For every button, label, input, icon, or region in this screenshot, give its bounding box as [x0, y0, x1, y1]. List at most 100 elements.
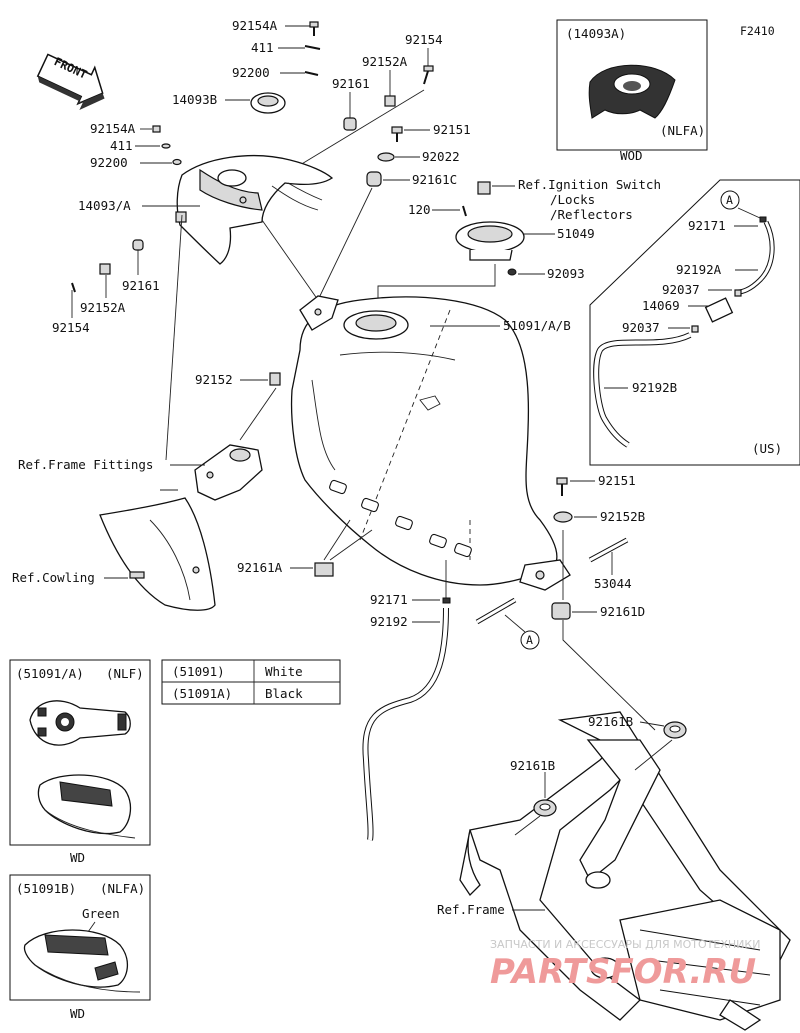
- inset-nlfa-title: (51091B): [16, 881, 76, 896]
- washer-92022: [377, 152, 395, 162]
- inset-us-92171: 92171: [688, 218, 726, 233]
- inset-us-92192B: 92192B: [632, 380, 677, 395]
- callout-92161A: 92161A: [237, 560, 283, 575]
- ref-ignition-line2: /Locks: [550, 192, 595, 207]
- collar-92152: [269, 372, 281, 386]
- inset-nlf-title: (51091/A): [16, 666, 84, 681]
- callout-92152A-left: 92152A: [80, 300, 126, 315]
- tank-cover-14093A: [175, 155, 334, 265]
- color-row-2-code: (51091A): [172, 686, 232, 701]
- frame-fittings-bracket: [194, 444, 263, 501]
- callout-14093A: 14093/A: [78, 198, 131, 213]
- callout-92154-left: 92154: [52, 320, 90, 335]
- color-row-2-color: Black: [265, 686, 303, 701]
- bolt-92151-mid: [556, 477, 568, 496]
- inset-nlf-caption: WD: [70, 850, 85, 865]
- watermark-line1: ЗАПЧАСТИ И АКСЕССУАРЫ ДЛЯ МОТОТЕХНИКИ: [490, 938, 760, 951]
- callout-92161C: 92161C: [412, 172, 457, 187]
- tank-top-view-nlf: [29, 700, 131, 746]
- front-arrow-icon: [36, 53, 105, 110]
- ref-frame-fittings: Ref.Frame Fittings: [18, 457, 153, 472]
- inset-nlfa-caption: WD: [70, 1006, 85, 1021]
- callout-92200-top: 92200: [232, 65, 270, 80]
- cap-14093B: [250, 92, 286, 114]
- inset-us-note: (US): [752, 441, 782, 456]
- fuel-tank-51091: [290, 295, 571, 591]
- ref-frame: Ref.Frame: [437, 902, 505, 917]
- damper-92161D: [551, 602, 571, 620]
- connector-a-circle: [520, 630, 540, 650]
- color-table: [161, 659, 341, 705]
- callout-92093: 92093: [547, 266, 585, 281]
- callout-92152: 92152: [195, 372, 233, 387]
- inset-us-92037-2: 92037: [622, 320, 660, 335]
- watermark-line2: PARTSFOR.RU: [490, 952, 756, 992]
- cover-14093A-black: [588, 64, 676, 119]
- grommet-92161C: [366, 171, 382, 187]
- callout-92161-top: 92161: [332, 76, 370, 91]
- callout-92161-left: 92161: [122, 278, 160, 293]
- inset-nlfa-box: [9, 874, 151, 1001]
- ref-ignition-line3: /Reflectors: [550, 207, 633, 222]
- callout-53044: 53044: [594, 576, 632, 591]
- callout-92151-top: 92151: [433, 122, 471, 137]
- inset-us-box: [589, 179, 800, 466]
- bolt-92154: [423, 65, 434, 85]
- ref-ignition-line1: Ref.Ignition Switch: [518, 177, 661, 192]
- inset-nlf-box: [9, 659, 151, 846]
- drain-92093: [507, 268, 517, 276]
- grommet-92161-left: [132, 239, 144, 251]
- damper-92161B-1: [663, 721, 687, 739]
- callout-92161D: 92161D: [600, 604, 645, 619]
- inset-nlfa-note: (NLFA): [100, 881, 145, 896]
- tank-cap-51049: [455, 221, 525, 261]
- tank-side-view-nlfa: [23, 929, 141, 993]
- callout-92161B-1: 92161B: [588, 714, 633, 729]
- inset-wod-title: (14093A): [566, 26, 626, 41]
- tank-side-view-nlf: [37, 774, 136, 839]
- callout-92171-mid: 92171: [370, 592, 408, 607]
- color-row-1-code: (51091): [172, 664, 225, 679]
- grommet-92161: [343, 117, 357, 131]
- callout-120: 120: [408, 202, 431, 217]
- collar-92152A: [384, 95, 396, 107]
- rubber-92161A: [314, 562, 334, 577]
- inset-us-circle: A: [726, 193, 733, 207]
- motorcycle-frame: [459, 711, 791, 1031]
- callout-92152B: 92152B: [600, 509, 645, 524]
- ref-cowling: Ref.Cowling: [12, 570, 95, 585]
- diagram-code: F2410: [740, 24, 775, 38]
- callout-92022: 92022: [422, 149, 460, 164]
- callout-92154A-left: 92154A: [90, 121, 136, 136]
- inset-us-14069: 14069: [642, 298, 680, 313]
- collar-92152A-left: [99, 263, 111, 275]
- callout-411-top: 411: [251, 40, 274, 55]
- hose-92192: [362, 607, 449, 841]
- callout-92151-mid: 92151: [598, 473, 636, 488]
- callout-92200-left: 92200: [90, 155, 128, 170]
- ignition-collar: [477, 181, 491, 195]
- inset-us-92192A: 92192A: [676, 262, 722, 277]
- inset-wod-box: [556, 19, 708, 151]
- inset-nlfa-color-label: Green: [82, 906, 120, 921]
- callout-411-left: 411: [110, 138, 133, 153]
- callout-92192-mid: 92192: [370, 614, 408, 629]
- bolt-92151-top: [391, 126, 403, 142]
- inset-wod-note: (NLFA): [660, 123, 705, 138]
- callout-92154-top: 92154: [405, 32, 443, 47]
- collar-92152B: [553, 511, 573, 523]
- cowling: [99, 497, 216, 611]
- inset-wod-caption: WOD: [620, 148, 643, 163]
- clip-92171: [442, 597, 451, 604]
- callout-92154A-top: 92154A: [232, 18, 278, 33]
- filter-14069: [704, 297, 734, 323]
- inset-us-92037-1: 92037: [662, 282, 700, 297]
- callout-92161B-2: 92161B: [510, 758, 555, 773]
- callout-92152A-top: 92152A: [362, 54, 408, 69]
- inset-nlf-note: (NLF): [106, 666, 144, 681]
- screw-92154A-top: [285, 21, 319, 36]
- callout-51049: 51049: [557, 226, 595, 241]
- damper-92161B-2: [533, 799, 557, 817]
- color-row-1-color: White: [265, 664, 303, 679]
